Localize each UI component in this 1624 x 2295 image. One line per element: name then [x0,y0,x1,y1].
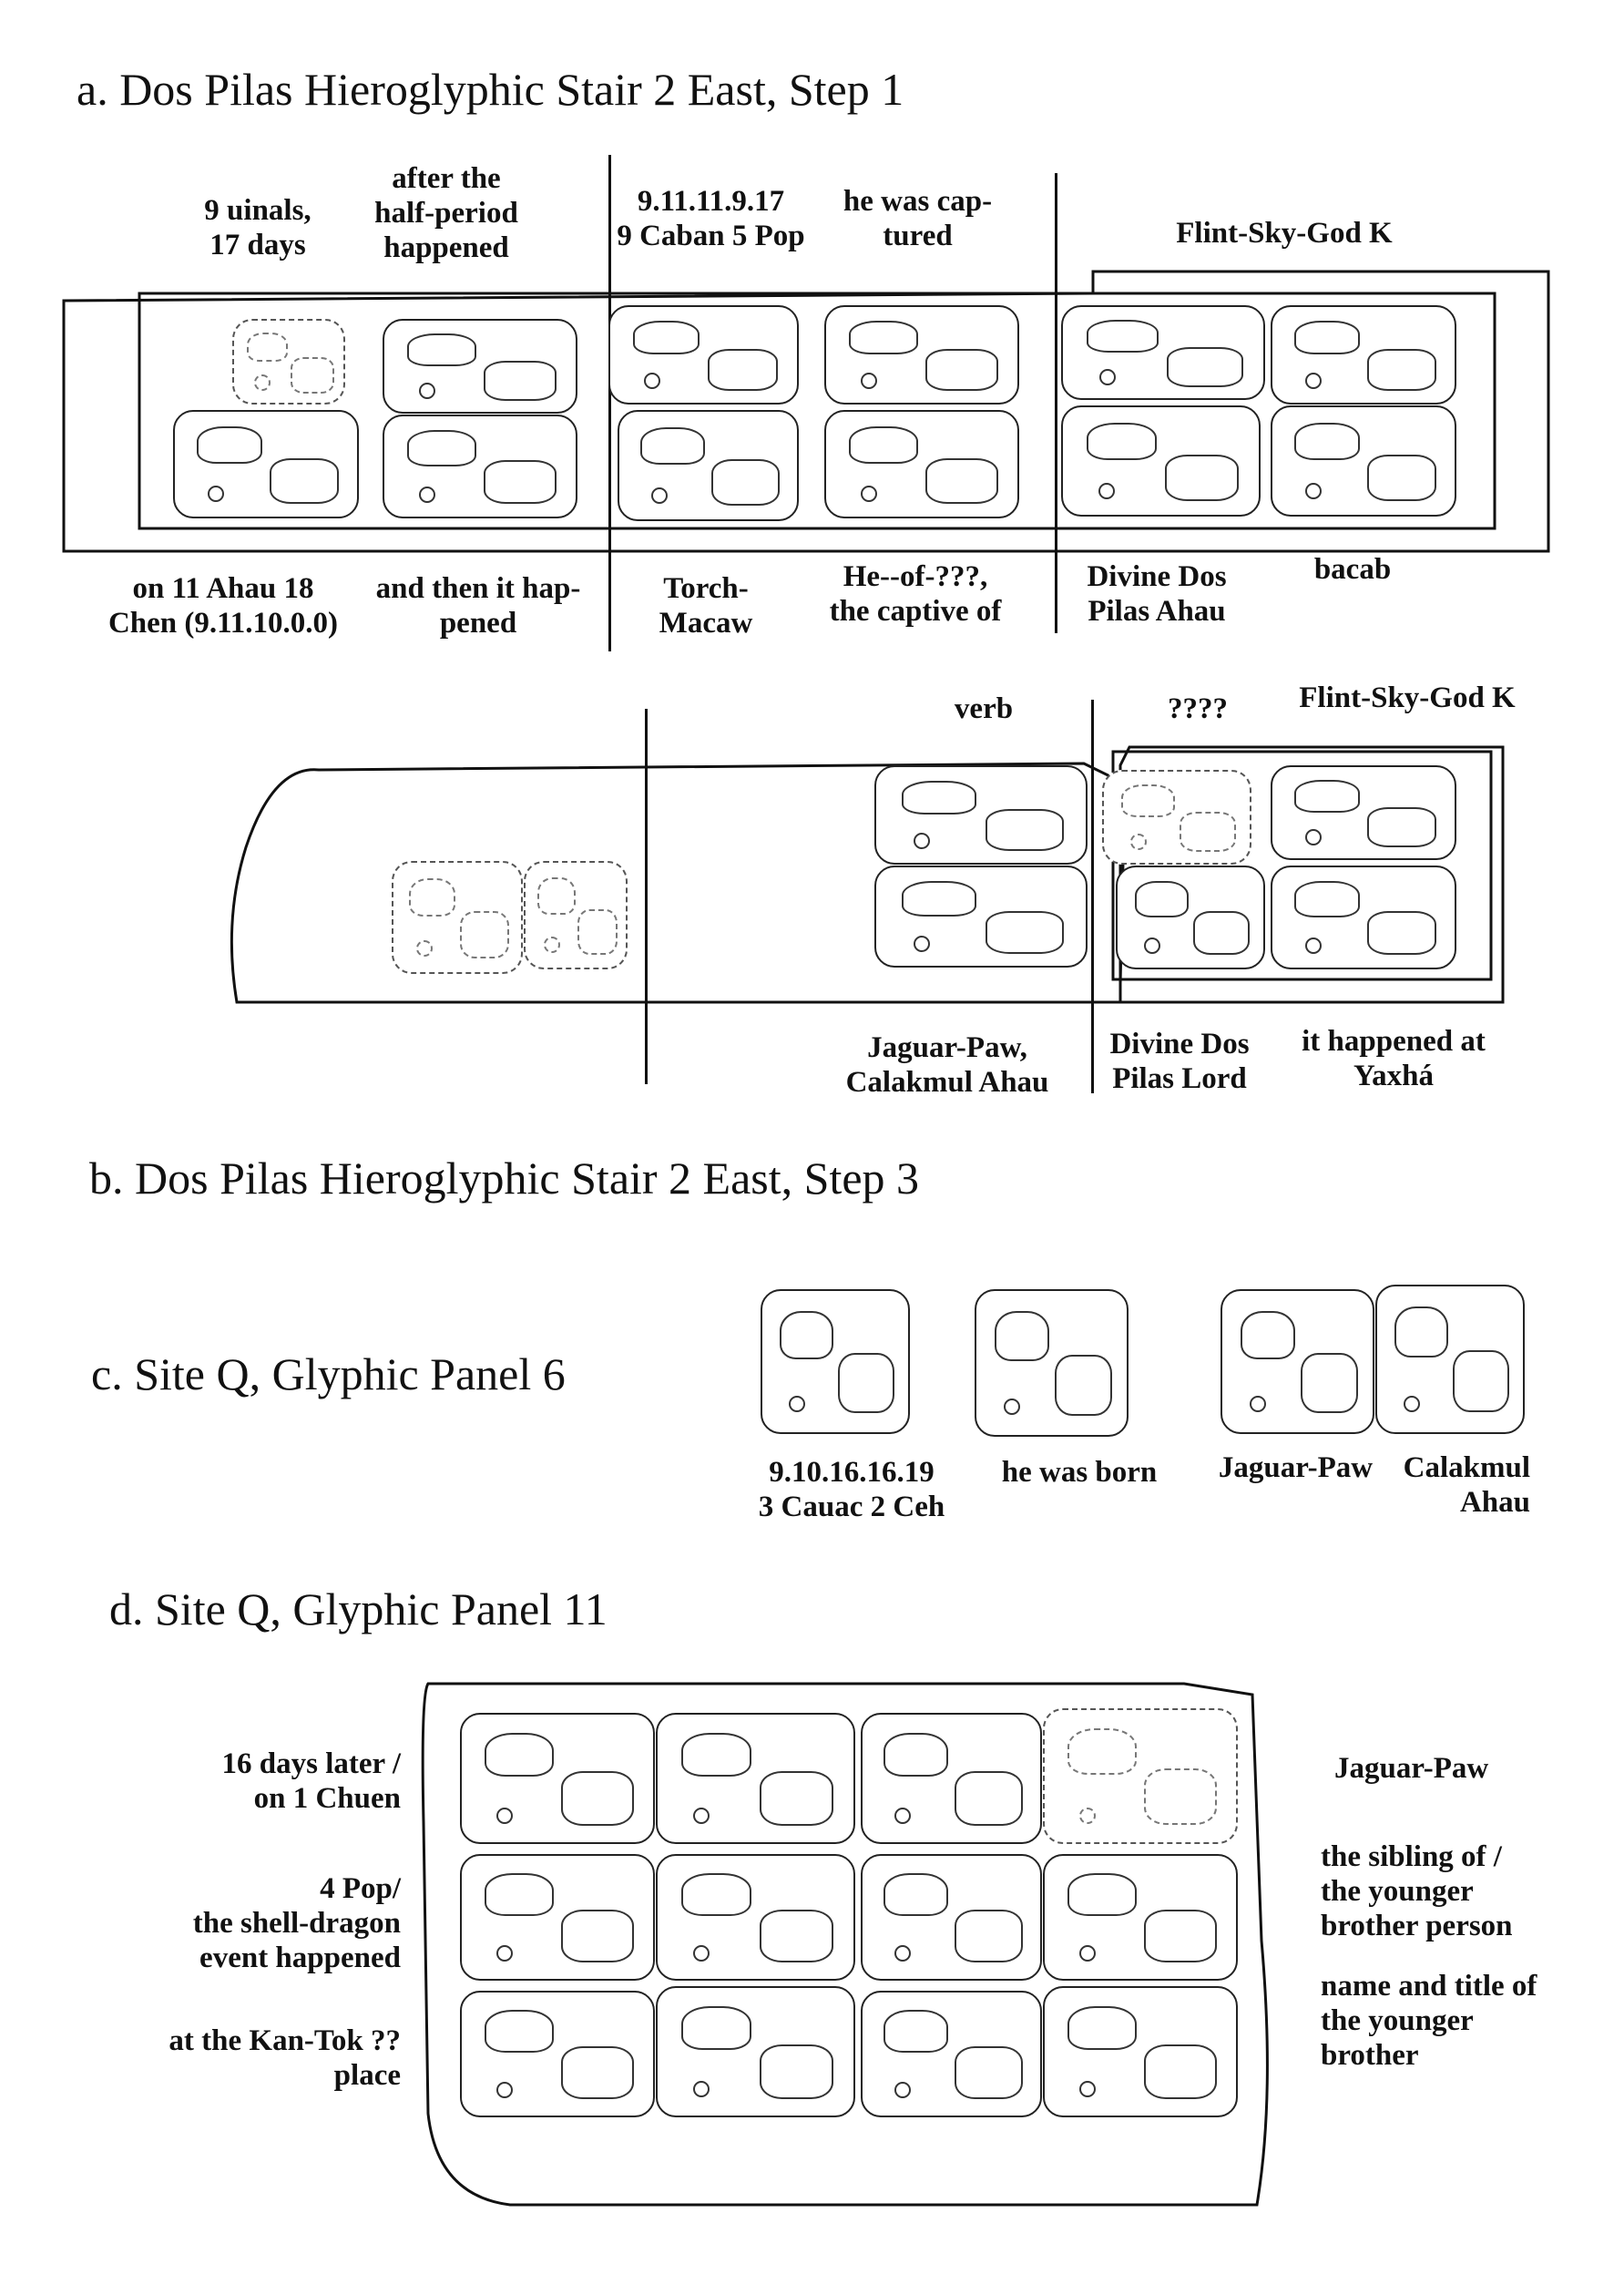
glyph-block [761,1289,910,1434]
divider-a1 [608,155,611,651]
glyph-block [460,1991,655,2117]
glyph-block [1061,305,1265,400]
divider-a4 [1091,700,1094,1093]
glyph-block [383,415,577,518]
label-captured: he was cap-tured [843,185,993,252]
glyph-block [608,305,799,405]
glyph-block [524,861,628,969]
glyph-block [861,1854,1042,1981]
label-verb: verb [954,692,1014,725]
label-16-days-later: 16 days later /on 1 Chuen [221,1747,401,1815]
glyph-block [1043,1986,1238,2117]
glyph-block [656,1854,855,1981]
glyph-block [656,1713,855,1844]
glyph-block [460,1854,655,1981]
label-jaguar-paw-d: Jaguar-Paw [1334,1752,1489,1785]
divider-a3 [645,709,648,1084]
glyph-block [975,1289,1129,1437]
glyph-block [1102,770,1251,865]
glyph-block [383,319,577,414]
label-flint-sky-god-k-2: Flint-Sky-God K [1299,681,1516,714]
glyph-block [392,861,523,974]
section-a-heading: a. Dos Pilas Hieroglyphic Stair 2 East, … [77,64,904,115]
label-then-it-happened: and then it hap-pened [375,572,581,640]
glyph-block [1043,1708,1238,1844]
glyph-block [861,1991,1042,2117]
glyph-block [656,1986,855,2117]
divider-a2 [1055,173,1057,633]
label-he-was-born: he was born [1001,1456,1158,1489]
glyph-block [1043,1854,1238,1981]
glyph-block [824,410,1019,518]
glyph-block [618,410,799,521]
glyph-block [1271,305,1456,405]
glyph-block [1271,866,1456,969]
label-jaguar-paw-c: Jaguar-Paw [1218,1451,1374,1484]
label-9-uinals: 9 uinals,17 days [204,194,312,261]
label-bacab: bacab [1313,553,1392,586]
label-unknown-glyph: ???? [1168,692,1228,725]
glyph-block [1375,1285,1525,1434]
glyph-block [824,305,1019,405]
glyph-block [1271,405,1456,517]
glyph-block [1061,405,1261,517]
glyph-block [861,1713,1042,1844]
label-captive-of: He--of-???,the captive of [829,560,1002,628]
section-d-heading: d. Site Q, Glyphic Panel 11 [109,1583,608,1634]
glyph-block [874,765,1088,865]
label-flint-sky-god-k: Flint-Sky-God K [1176,217,1393,250]
glyph-block [874,866,1088,968]
section-b-heading: b. Dos Pilas Hieroglyphic Stair 2 East, … [89,1153,920,1204]
glyph-block [460,1713,655,1844]
glyph-block [232,319,345,405]
glyph-block [1221,1289,1374,1434]
label-kan-tok-place: at the Kan-Tok ??place [169,2024,401,2092]
glyph-block [1116,866,1265,969]
label-torch-macaw: Torch-Macaw [659,572,753,640]
glyph-block [173,410,359,518]
label-jaguar-paw-calakmul-ahau: Jaguar-Paw,Calakmul Ahau [845,1031,1049,1099]
glyph-block [1271,765,1456,860]
section-c-heading: c. Site Q, Glyphic Panel 6 [91,1348,566,1399]
